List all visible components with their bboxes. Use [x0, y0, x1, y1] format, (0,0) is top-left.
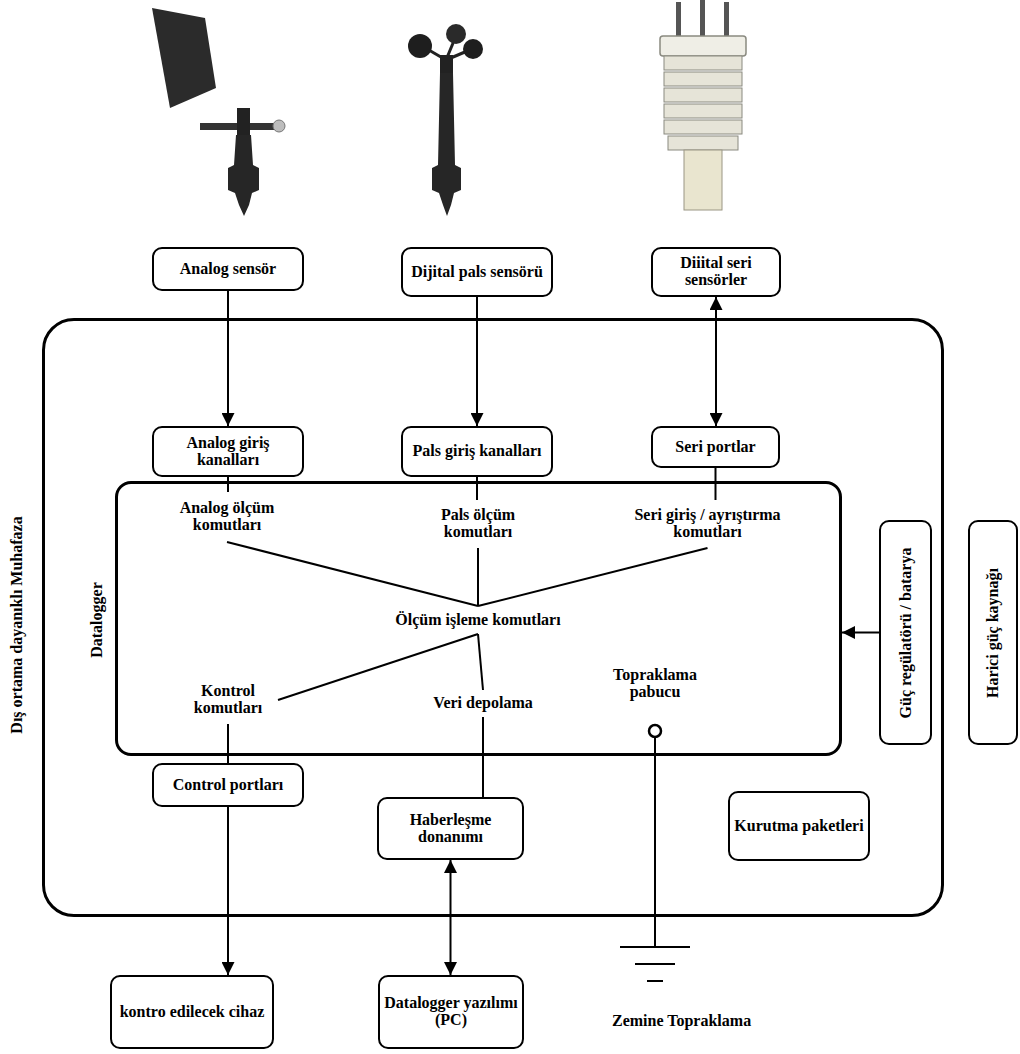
connector — [227, 291, 229, 426]
ground-bar — [635, 963, 675, 965]
desiccant-box: Kurutma paketleri — [728, 791, 870, 861]
function-text: Veri depolama — [423, 690, 543, 717]
ground-bar — [647, 980, 663, 982]
sensor-box: Analog sensör — [152, 247, 304, 291]
ground-symbol — [620, 725, 690, 981]
node-text: Analog giriş kanalları — [157, 435, 299, 469]
node-text: Topraklama pabucu — [603, 667, 707, 701]
node-text: Analog ölçüm komutları — [155, 500, 299, 534]
input-box: Seri portlar — [651, 426, 780, 468]
function-text: Seri giriş / ayrıştırma komutları — [605, 500, 810, 548]
node-text: Güç regülatörü / batarya — [897, 526, 914, 739]
shield-prong — [724, 2, 729, 38]
node-text: Pals ölçüm komutları — [421, 507, 535, 541]
input-box: Analog giriş kanalları — [152, 426, 304, 477]
software-box: Datalogger yazılımı (PC) — [378, 975, 524, 1049]
comm-box: Haberleşme donanımı — [377, 797, 524, 860]
ground-label: Zemine Topraklama — [612, 1013, 751, 1030]
anemometer-cup — [446, 24, 466, 44]
connector — [227, 542, 478, 606]
rotated-heading: Dış ortama dayanıklı Muhafaza — [7, 460, 27, 790]
connector — [278, 634, 478, 700]
function-text: Ölçüm işleme komutları — [368, 606, 588, 634]
connector — [842, 632, 879, 634]
shield-plate — [664, 120, 742, 134]
node-text: Control portları — [173, 777, 283, 794]
node-text: Diiital seri sensörler — [656, 255, 776, 289]
input-box: Pals giriş kanalları — [401, 426, 553, 477]
connector — [715, 468, 717, 500]
connector — [478, 634, 483, 690]
node-text: Seri giriş / ayrıştırma komutları — [608, 507, 807, 541]
node-text: Seri portlar — [675, 439, 755, 456]
anemometer-sensor — [408, 24, 483, 216]
anemometer-hub — [440, 55, 453, 73]
wind-vane-sensor — [152, 8, 285, 216]
shield-plate — [668, 136, 738, 150]
function-text: Topraklama pabucu — [600, 660, 710, 708]
vane-body — [228, 135, 259, 216]
connector — [715, 297, 717, 426]
node-text: Ölçüm işleme komutları — [395, 612, 560, 629]
datalogger-box: DataloggerAnalog ölçüm komutlarıPals ölç… — [115, 481, 842, 756]
vane-fin — [152, 8, 216, 108]
node-text: Veri depolama — [433, 695, 532, 712]
connector — [476, 297, 478, 426]
anemometer-cup — [463, 39, 483, 59]
connector — [227, 807, 229, 975]
function-text: Kontrol komutları — [178, 676, 278, 724]
radiation-shield-sensor — [660, 0, 746, 210]
function-text: Pals ölçüm komutları — [418, 500, 538, 548]
connector — [478, 548, 708, 606]
shield-cap — [660, 36, 746, 56]
shield-plate — [664, 56, 742, 70]
shield-plate — [664, 72, 742, 86]
connector — [450, 860, 452, 975]
node-text: Analog sensör — [180, 261, 276, 278]
vane-nose — [273, 120, 285, 132]
shield-prong — [676, 2, 681, 38]
connector — [477, 548, 479, 606]
sensor-box: Diiital seri sensörler — [651, 247, 781, 297]
connector — [227, 724, 229, 763]
connector — [482, 717, 484, 797]
anemometer-cup — [408, 34, 432, 58]
node-text: kontro edilecek cihaz — [120, 1004, 265, 1021]
node-text: Harici güç kaynağı — [985, 526, 1002, 739]
ground-bar — [620, 946, 690, 948]
connector — [227, 477, 229, 492]
shield-plate — [664, 88, 742, 102]
vane-hub — [237, 108, 250, 135]
sensor-box: Dijital pals sensörü — [401, 247, 553, 297]
node-text: Kurutma paketleri — [734, 818, 863, 835]
shield-stem — [684, 150, 722, 210]
enclosure: Dış ortama dayanıklı MuhafazaAnalog giri… — [42, 318, 944, 917]
shield-prong — [700, 0, 705, 38]
node-text: Haberleşme donanımı — [382, 812, 519, 846]
rotated-heading: Datalogger — [87, 520, 107, 720]
function-text: Analog ölçüm komutları — [152, 492, 302, 542]
device-box: kontro edilecek cihaz — [110, 975, 274, 1049]
node-text: Pals giriş kanalları — [413, 443, 542, 460]
power-box: Güç regülatörü / batarya — [879, 520, 932, 745]
port-box: Control portları — [152, 763, 304, 807]
shield-plate — [664, 104, 742, 118]
power-box: Harici güç kaynağı — [968, 520, 1018, 745]
node-text: Dijital pals sensörü — [411, 264, 543, 281]
anemometer-body — [432, 73, 461, 216]
grounding-lug — [649, 725, 661, 737]
node-text: Datalogger yazılımı (PC) — [383, 995, 519, 1029]
node-text: Kontrol komutları — [181, 683, 275, 717]
